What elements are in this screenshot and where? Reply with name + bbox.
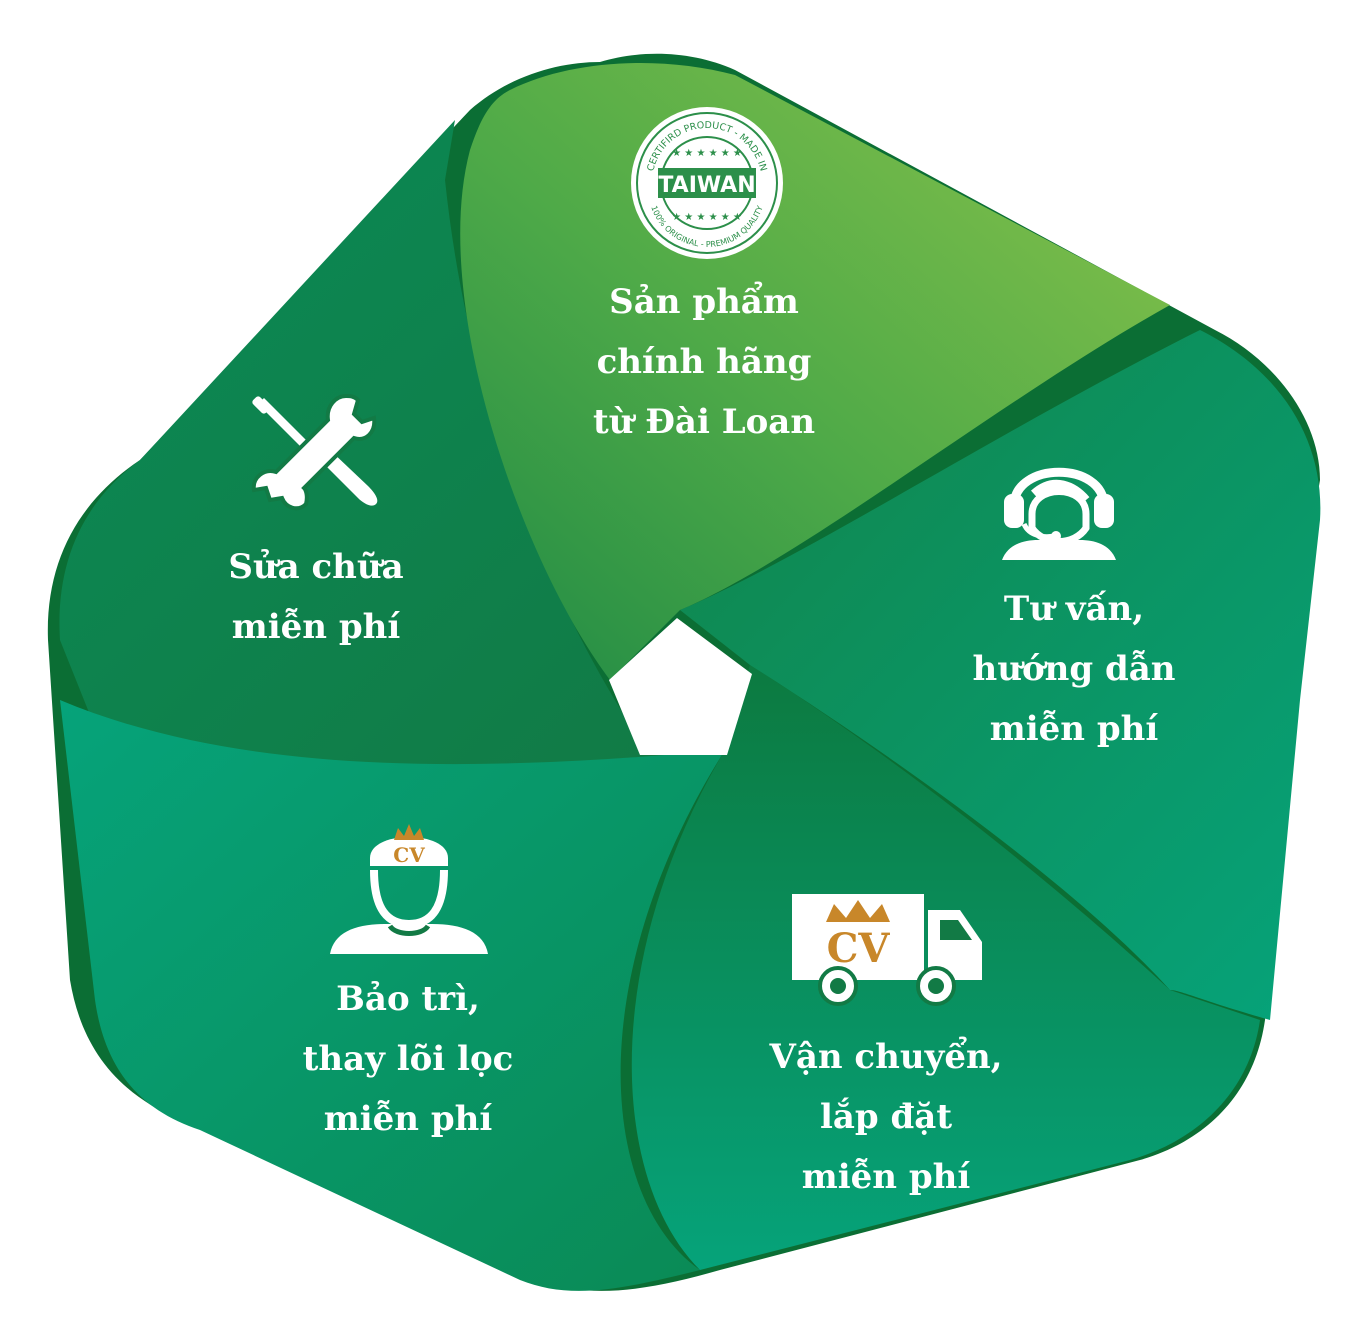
segment-right-line-3: miễn phí [989, 709, 1159, 749]
segment-left-line-1: Sửa chữa [228, 547, 404, 587]
seal-center-text: TAIWAN [658, 173, 755, 198]
cap-crown-cv-logo: CV [393, 824, 425, 867]
segment-top-line-2: chính hãng [596, 342, 812, 382]
truck-badge-letters: CV [827, 925, 891, 972]
segment-bottom-right-line-2: lắp đặt [819, 1097, 953, 1137]
center-pentagon [609, 618, 752, 755]
segment-bottom-right-line-3: miễn phí [801, 1157, 971, 1197]
taiwan-seal-icon: CERTIFIRD PRODUCT - MADE IN 100% ORIGINA… [631, 107, 783, 259]
segment-bottom-left-line-3: miễn phí [323, 1099, 493, 1139]
segment-bottom-left-line-1: Bảo trì, [336, 979, 480, 1019]
segment-right-line-2: hướng dẫn [972, 649, 1176, 689]
segment-top-line-3: từ Đài Loan [592, 402, 816, 442]
headset-agent-icon [1002, 467, 1116, 560]
segment-bottom-left-line-2: thay lõi lọc [302, 1039, 514, 1079]
segment-left-label: Sửa chữa miễn phí [156, 537, 476, 657]
segment-bottom-left-label: Bảo trì, thay lõi lọc miễn phí [248, 969, 568, 1149]
segment-bottom-left-band [60, 700, 725, 1291]
crown-cv-logo: CV [826, 900, 890, 972]
segment-bottom-right-label: Vận chuyển, lắp đặt miễn phí [726, 1027, 1046, 1207]
segment-left-line-2: miễn phí [231, 607, 401, 647]
segment-top-band [460, 63, 1170, 680]
segment-right-label: Tư vấn, hướng dẫn miễn phí [914, 579, 1234, 759]
svg-text:★ ★ ★ ★ ★ ★: ★ ★ ★ ★ ★ ★ [672, 148, 742, 159]
wrench-screwdriver-icon [251, 393, 378, 511]
segment-top-label: Sản phẩm chính hãng từ Đài Loan [544, 272, 864, 452]
svg-text:★ ★ ★ ★ ★ ★: ★ ★ ★ ★ ★ ★ [672, 212, 742, 223]
cap-badge-letters: CV [393, 843, 425, 867]
segment-right-line-1: Tư vấn, [1003, 589, 1145, 629]
technician-icon: CV [330, 824, 488, 954]
segment-left-band [59, 120, 726, 768]
segment-top-line-1: Sản phẩm [609, 282, 799, 322]
segment-bottom-right-line-1: Vận chuyển, [769, 1037, 1003, 1077]
delivery-truck-icon: CV [792, 894, 982, 1006]
segment-right-band [680, 330, 1321, 1020]
